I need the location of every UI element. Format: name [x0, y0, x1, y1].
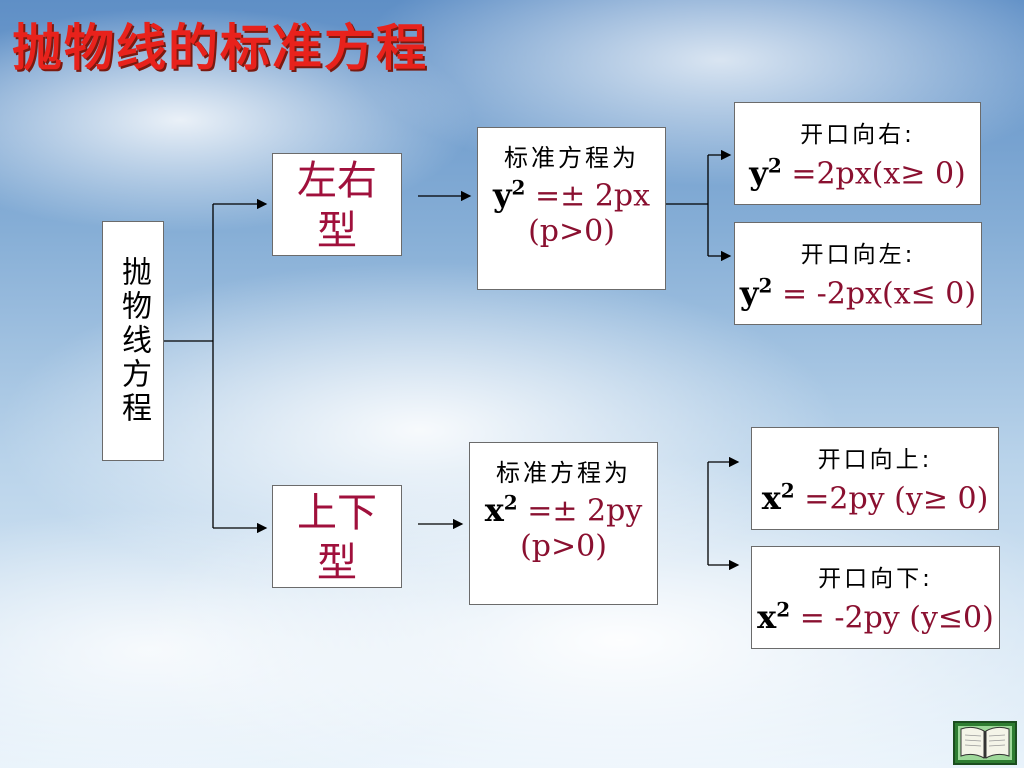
lr-std-heading: 标准方程为 — [504, 144, 639, 172]
result-down-box: 开口向下: x2 = -2py (y≤0) — [751, 546, 1000, 649]
result-up-equation: x2 =2py (y≥ 0) — [761, 478, 989, 517]
result-left-equation: y2 = -2px(x≤ 0) — [739, 273, 977, 312]
ud-type-box: 上下型 — [272, 485, 402, 588]
lr-std-condition: (p>0) — [528, 213, 615, 249]
ud-type-label: 上下型 — [297, 490, 377, 586]
lr-type-label: 左右型 — [297, 158, 377, 254]
lr-standard-box: 标准方程为 y2 =± 2px (p>0) — [477, 127, 666, 290]
result-right-equation: y2 =2px(x≥ 0) — [749, 153, 966, 192]
result-up-box: 开口向上: x2 =2py (y≥ 0) — [751, 427, 999, 530]
result-down-equation: x2 = -2py (y≤0) — [757, 597, 994, 636]
ud-std-condition: (p>0) — [520, 528, 607, 564]
ud-std-equation: x2 =± 2py — [470, 490, 657, 529]
ud-std-heading: 标准方程为 — [496, 459, 631, 487]
result-down-heading: 开口向下: — [818, 566, 933, 592]
ud-standard-box: 标准方程为 x2 =± 2py (p>0) — [469, 442, 658, 605]
page-title: 抛物线的标准方程 — [12, 19, 428, 77]
result-left-box: 开口向左: y2 = -2px(x≤ 0) — [734, 222, 982, 325]
result-right-box: 开口向右: y2 =2px(x≥ 0) — [734, 102, 981, 205]
ud-std-rhs: =± 2py — [527, 493, 643, 529]
lr-type-box: 左右型 — [272, 153, 402, 256]
lr-std-rhs: =± 2px — [535, 178, 651, 214]
lr-std-var: y2 — [492, 175, 526, 214]
result-up-heading: 开口向上: — [817, 447, 933, 473]
lr-std-equation: y2 =± 2px — [478, 175, 665, 214]
book-icon[interactable] — [953, 721, 1017, 765]
root-box: 抛物线方程 — [102, 221, 164, 461]
ud-std-var: x2 — [484, 490, 518, 529]
result-left-heading: 开口向左: — [800, 242, 916, 268]
result-right-heading: 开口向右: — [800, 122, 915, 148]
root-label: 抛物线方程 — [116, 256, 151, 426]
